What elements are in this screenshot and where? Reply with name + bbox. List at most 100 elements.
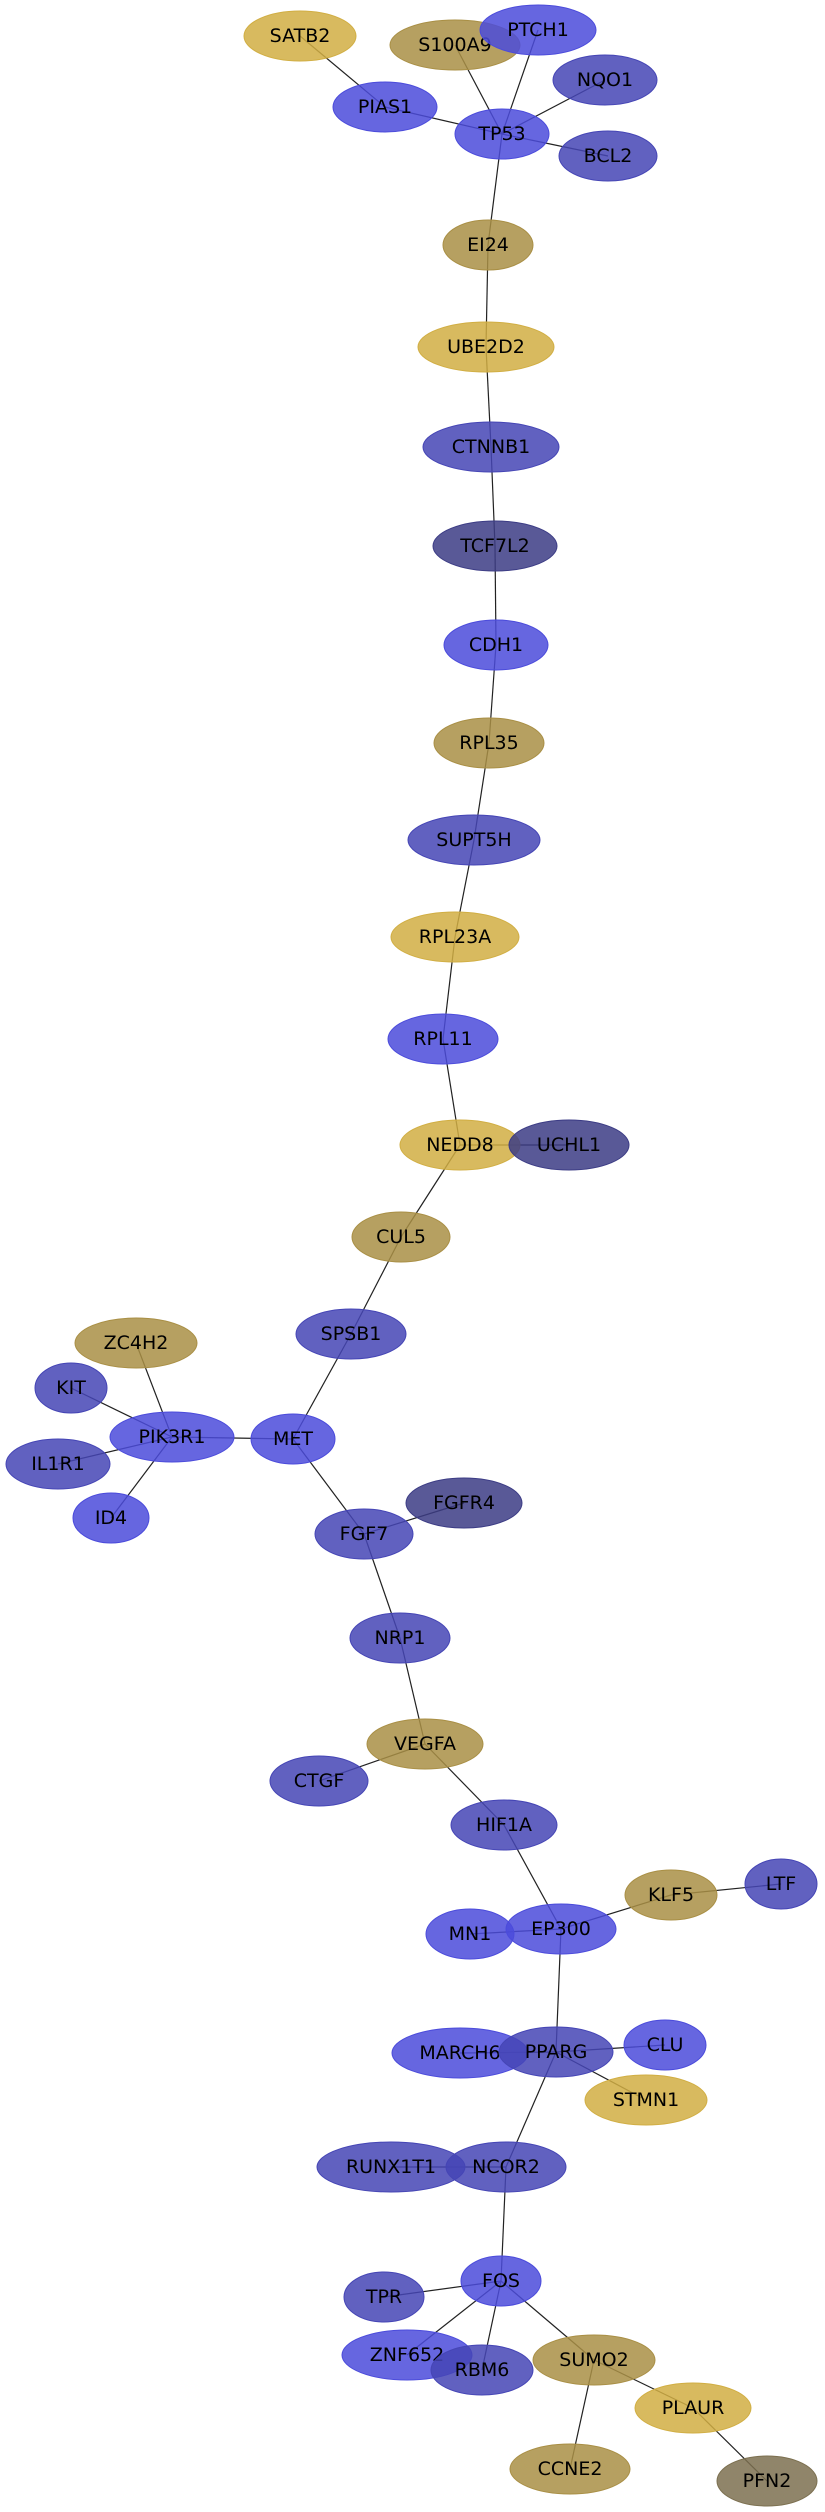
node-label: TPR [365, 2286, 402, 2308]
node-vegfa[interactable]: VEGFA [366, 1718, 484, 1770]
node-fos[interactable]: FOS [460, 2255, 542, 2307]
node-cdh1[interactable]: CDH1 [443, 619, 549, 671]
node-ellipse[interactable] [623, 2019, 707, 2071]
node-ellipse[interactable] [390, 911, 520, 963]
node-rpl11[interactable]: RPL11 [387, 1013, 499, 1065]
node-ellipse[interactable] [407, 814, 541, 866]
node-ccne2[interactable]: CCNE2 [509, 2443, 631, 2495]
node-rpl23a[interactable]: RPL23A [390, 911, 520, 963]
node-runx1t1[interactable]: RUNX1T1 [316, 2141, 466, 2193]
node-satb2[interactable]: SATB2 [243, 10, 357, 62]
node-tpr[interactable]: TPR [343, 2271, 425, 2323]
node-ellipse[interactable] [498, 2026, 614, 2078]
node-uchl1[interactable]: UCHL1 [508, 1119, 630, 1171]
node-ellipse[interactable] [509, 2443, 631, 2495]
node-label: CUL5 [376, 1226, 426, 1248]
node-ube2d2[interactable]: UBE2D2 [417, 321, 555, 373]
node-mn1[interactable]: MN1 [425, 1908, 515, 1960]
node-plaur[interactable]: PLAUR [634, 2382, 752, 2434]
node-label: MARCH6 [419, 2042, 500, 2064]
node-ltf[interactable]: LTF [744, 1858, 818, 1910]
node-ellipse[interactable] [634, 2382, 752, 2434]
node-ellipse[interactable] [405, 1477, 523, 1529]
node-ellipse[interactable] [250, 1413, 336, 1465]
node-supt5h[interactable]: SUPT5H [407, 814, 541, 866]
node-ellipse[interactable] [430, 2344, 534, 2396]
node-ellipse[interactable] [460, 2255, 542, 2307]
node-nrp1[interactable]: NRP1 [349, 1612, 451, 1664]
node-label: VEGFA [394, 1733, 456, 1755]
node-ellipse[interactable] [34, 1362, 108, 1414]
node-label: CDH1 [469, 634, 523, 656]
node-label: FGFR4 [433, 1492, 495, 1514]
node-ellipse[interactable] [366, 1718, 484, 1770]
node-tcf7l2[interactable]: TCF7L2 [432, 520, 558, 572]
node-nqo1[interactable]: NQO1 [552, 54, 658, 106]
node-ellipse[interactable] [624, 1869, 718, 1921]
node-tp53[interactable]: TP53 [454, 108, 550, 160]
node-ncor2[interactable]: NCOR2 [445, 2141, 567, 2193]
node-ei24[interactable]: EI24 [442, 219, 534, 271]
node-ellipse[interactable] [443, 619, 549, 671]
node-kit[interactable]: KIT [34, 1362, 108, 1414]
node-ellipse[interactable] [343, 2271, 425, 2323]
node-ellipse[interactable] [387, 1013, 499, 1065]
node-spsb1[interactable]: SPSB1 [295, 1308, 407, 1360]
node-zc4h2[interactable]: ZC4H2 [74, 1317, 198, 1369]
node-pias1[interactable]: PIAS1 [332, 81, 438, 133]
node-ellipse[interactable] [332, 81, 438, 133]
node-ellipse[interactable] [454, 108, 550, 160]
node-ellipse[interactable] [584, 2074, 708, 2126]
node-ellipse[interactable] [445, 2141, 567, 2193]
node-hif1a[interactable]: HIF1A [450, 1799, 558, 1851]
node-ellipse[interactable] [351, 1211, 451, 1263]
node-fgf7[interactable]: FGF7 [314, 1508, 414, 1560]
node-ellipse[interactable] [269, 1755, 369, 1807]
node-ellipse[interactable] [417, 321, 555, 373]
node-cul5[interactable]: CUL5 [351, 1211, 451, 1263]
node-pparg[interactable]: PPARG [498, 2026, 614, 2078]
node-ellipse[interactable] [744, 1858, 818, 1910]
node-ctgf[interactable]: CTGF [269, 1755, 369, 1807]
node-pfn2[interactable]: PFN2 [716, 2455, 818, 2507]
node-ellipse[interactable] [72, 1492, 150, 1544]
node-ellipse[interactable] [505, 1903, 617, 1955]
node-ellipse[interactable] [349, 1612, 451, 1664]
node-ellipse[interactable] [532, 2334, 656, 2386]
node-pik3r1[interactable]: PIK3R1 [109, 1411, 235, 1463]
node-rbm6[interactable]: RBM6 [430, 2344, 534, 2396]
node-nedd8[interactable]: NEDD8 [399, 1119, 521, 1171]
node-label: PLAUR [662, 2397, 725, 2419]
node-ellipse[interactable] [5, 1438, 111, 1490]
node-ellipse[interactable] [243, 10, 357, 62]
node-ptch1[interactable]: PTCH1 [479, 4, 597, 56]
node-id4[interactable]: ID4 [72, 1492, 150, 1544]
node-ctnnb1[interactable]: CTNNB1 [422, 421, 560, 473]
node-il1r1[interactable]: IL1R1 [5, 1438, 111, 1490]
node-fgfr4[interactable]: FGFR4 [405, 1477, 523, 1529]
node-rpl35[interactable]: RPL35 [433, 717, 545, 769]
node-ellipse[interactable] [558, 130, 658, 182]
node-ellipse[interactable] [552, 54, 658, 106]
node-ellipse[interactable] [479, 4, 597, 56]
node-label: UBE2D2 [447, 336, 525, 358]
node-ep300[interactable]: EP300 [505, 1903, 617, 1955]
node-ellipse[interactable] [314, 1508, 414, 1560]
node-bcl2[interactable]: BCL2 [558, 130, 658, 182]
node-clu[interactable]: CLU [623, 2019, 707, 2071]
node-klf5[interactable]: KLF5 [624, 1869, 718, 1921]
node-ellipse[interactable] [295, 1308, 407, 1360]
node-ellipse[interactable] [442, 219, 534, 271]
node-ellipse[interactable] [450, 1799, 558, 1851]
node-ellipse[interactable] [716, 2455, 818, 2507]
node-ellipse[interactable] [433, 717, 545, 769]
node-march6[interactable]: MARCH6 [391, 2027, 529, 2079]
node-ellipse[interactable] [74, 1317, 198, 1369]
node-met[interactable]: MET [250, 1413, 336, 1465]
node-ellipse[interactable] [508, 1119, 630, 1171]
node-ellipse[interactable] [109, 1411, 235, 1463]
node-sumo2[interactable]: SUMO2 [532, 2334, 656, 2386]
node-stmn1[interactable]: STMN1 [584, 2074, 708, 2126]
node-ellipse[interactable] [432, 520, 558, 572]
node-ellipse[interactable] [422, 421, 560, 473]
